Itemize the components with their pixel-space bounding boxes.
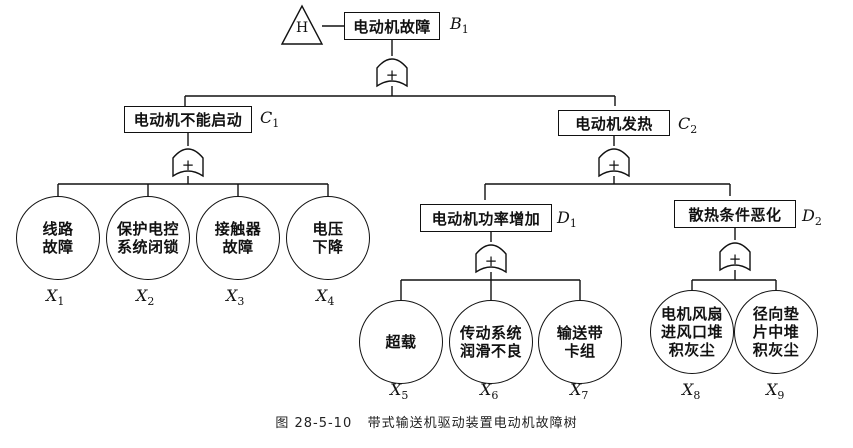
basic-event-label-x7: X7	[570, 380, 589, 403]
or-gate-d2	[719, 242, 751, 272]
gate-symbol-b1: +	[386, 66, 399, 84]
basic-event-x1: 线路 故障	[16, 196, 100, 280]
gate-symbol-c1: +	[182, 156, 195, 174]
basic-event-x4: 电压 下降	[286, 196, 370, 280]
basic-event-label-x1: X1	[46, 286, 65, 309]
or-gate-c1	[172, 148, 204, 178]
or-gate-b1	[376, 58, 408, 88]
basic-event-x6: 传动系统 润滑不良	[449, 300, 533, 384]
basic-event-label-x8: X8	[682, 380, 701, 403]
basic-event-label-x6: X6	[480, 380, 499, 403]
basic-event-x3: 接触器 故障	[196, 196, 280, 280]
figure-caption: 图 28-5-10 带式输送机驱动装置电动机故障树	[275, 416, 578, 431]
gate-symbol-d2: +	[729, 250, 742, 268]
event-label-d2: D2	[802, 206, 822, 229]
basic-event-label-x2: X2	[136, 286, 155, 309]
event-box-d2: 散热条件恶化	[674, 200, 796, 228]
gate-symbol-c2: +	[608, 156, 621, 174]
transfer-triangle	[280, 4, 324, 45]
basic-event-label-x3: X3	[226, 286, 245, 309]
event-box-c1: 电动机不能启动	[124, 106, 252, 133]
gate-symbol-d1: +	[485, 252, 498, 270]
event-label-c1: C1	[260, 108, 280, 131]
event-box-c2: 电动机发热	[558, 110, 670, 136]
basic-event-label-x9: X9	[766, 380, 785, 403]
basic-event-x9: 径向垫 片中堆 积灰尘	[734, 290, 818, 374]
or-gate-c2	[598, 148, 630, 178]
basic-event-x2: 保护电控 系统闭锁	[106, 196, 190, 280]
top-event-label: B1	[450, 14, 469, 37]
basic-event-x8: 电机风扇 进风口堆 积灰尘	[650, 290, 734, 374]
top-event-box: 电动机故障	[344, 12, 440, 40]
or-gate-d1	[475, 244, 507, 274]
event-label-c2: C2	[678, 114, 698, 137]
basic-event-label-x5: X5	[390, 380, 409, 403]
basic-event-label-x4: X4	[316, 286, 335, 309]
basic-event-x5: 超载	[359, 300, 443, 384]
event-label-d1: D1	[557, 208, 577, 231]
transfer-symbol-text: H	[296, 20, 309, 36]
event-box-d1: 电动机功率增加	[420, 204, 552, 232]
basic-event-x7: 输送带 卡组	[538, 300, 622, 384]
